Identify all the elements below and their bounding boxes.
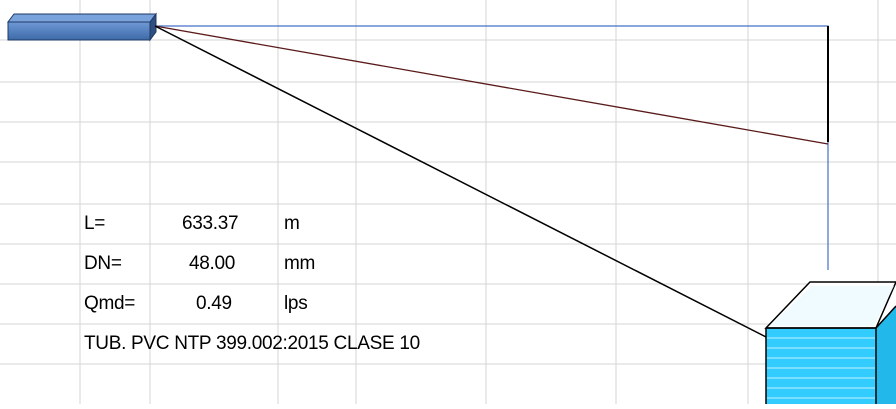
length-label: L= [84,213,106,234]
hydraulic-gradient-line [154,25,829,145]
length-unit: m [284,213,300,234]
piezometric-line [155,25,829,270]
pipe-spec: TUB. PVC NTP 399.002:2015 CLASE 10 [84,333,420,354]
flow-label: Qmd= [84,293,136,314]
flow-unit: lps [284,293,308,314]
length-value: 633.37 [182,213,239,234]
reservoir-block[interactable] [7,12,157,42]
dn-label: DN= [84,253,122,274]
storage-tank[interactable] [764,281,896,404]
pipe-line [154,25,773,341]
flow-value: 0.49 [196,293,232,314]
dn-unit: mm [284,253,316,274]
dn-value: 48.00 [189,253,236,274]
